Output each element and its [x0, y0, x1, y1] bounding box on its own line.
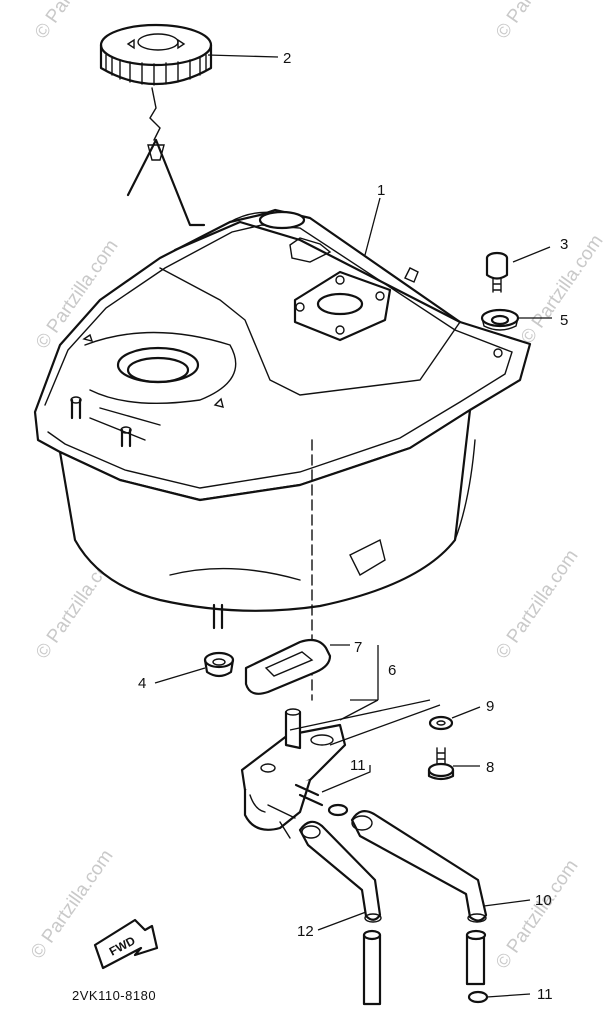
screw-part-8 — [427, 747, 455, 781]
callout-2: 2 — [283, 50, 291, 67]
callout-10: 10 — [535, 892, 552, 909]
fuel-cock — [240, 708, 347, 839]
damper-part-4 — [203, 651, 235, 678]
callout-11-lower: 11 — [537, 986, 553, 1003]
fuel-cap — [99, 23, 213, 227]
diagram-code: 2VK110-8180 — [72, 988, 156, 1003]
callout-7: 7 — [354, 639, 362, 656]
watermark-top-right: © Partzilla.com — [492, 0, 583, 43]
gasket-part-7 — [244, 638, 332, 695]
fuel-tank — [33, 208, 532, 630]
callouts: 2 1 3 5 4 7 6 9 8 11 10 12 11 — [138, 50, 568, 1003]
clip-part-11-lower — [467, 990, 489, 1004]
washer-part-9 — [428, 715, 454, 731]
forward-arrow: FWD — [93, 918, 159, 970]
callout-12: 12 — [297, 923, 314, 940]
callout-1: 1 — [377, 182, 385, 199]
clip-part-11-upper — [327, 803, 349, 817]
callout-8: 8 — [486, 759, 494, 776]
callout-3: 3 — [560, 236, 568, 253]
bolt-part-3 — [485, 251, 509, 293]
hose-part-10 — [350, 809, 488, 986]
callout-11-upper: 11 — [350, 757, 366, 774]
callout-9: 9 — [486, 698, 494, 715]
callout-4: 4 — [138, 675, 146, 692]
watermark-bottom-right: © Partzilla.com — [492, 856, 583, 973]
grommet-part-5 — [480, 308, 520, 331]
callout-5: 5 — [560, 312, 568, 329]
watermark-right-lower: © Partzilla.com — [492, 546, 583, 663]
leader-lines — [154, 54, 552, 998]
callout-6: 6 — [388, 662, 396, 679]
hose-part-12 — [298, 820, 382, 1006]
